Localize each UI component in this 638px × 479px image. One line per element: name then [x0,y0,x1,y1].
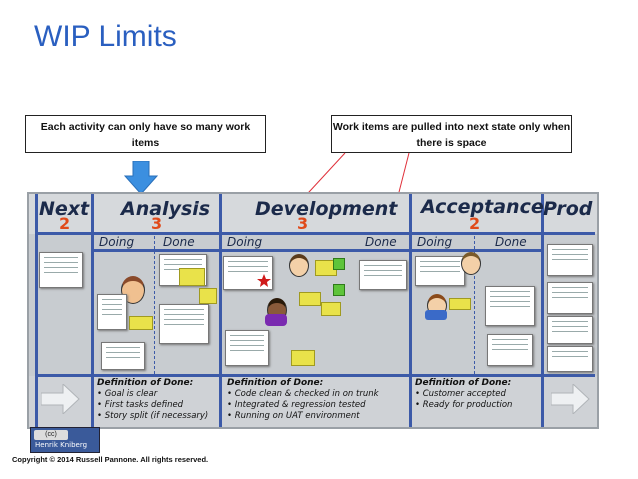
column-acceptance: Acceptance [421,196,544,218]
dod-item: • Integrated & regression tested [227,400,366,410]
callout-wip-limit: Each activity can only have so many work… [25,115,266,153]
card [547,316,593,344]
sub-acc-done: Done [495,235,527,249]
card [487,334,533,366]
card [547,346,593,372]
person-avatar [289,254,309,277]
card [547,244,593,276]
dod-development: Definition of Done: • Code clean & check… [227,378,379,422]
column-analysis: Analysis [121,198,211,220]
sub-analysis-done: Done [163,235,195,249]
green-sticky [333,258,345,270]
sticky-note [449,298,471,310]
dod-item: • Goal is clear [97,389,158,399]
column-prod: Prod [543,198,593,220]
dod-analysis: Definition of Done: • Goal is clear • Fi… [97,378,208,422]
dod-heading: Definition of Done: [415,378,512,388]
card [159,304,209,344]
sticky-note [291,350,315,366]
slide-title: WIP Limits [34,20,177,53]
card [485,286,535,326]
person-avatar [121,276,145,304]
card [101,342,145,370]
sub-dev-done: Done [365,235,397,249]
wip-limit-next: 2 [59,214,71,233]
divider [91,249,541,252]
divider [541,194,544,427]
divider [35,194,38,427]
copyright: Copyright © 2014 Russell Pannone. All ri… [12,455,209,464]
down-arrow-icon [124,161,158,195]
sticky-note [199,288,217,304]
divider [35,374,595,377]
green-sticky [333,284,345,296]
wip-limit-development: 3 [297,214,309,233]
person-avatar [461,252,481,275]
card [39,252,83,288]
flow-arrow-icon [551,384,590,414]
sticky-note [129,316,153,330]
dod-heading: Definition of Done: [227,378,324,388]
sticky-note [321,302,341,316]
card [415,256,465,286]
sticky-note [299,292,321,306]
star-icon [257,274,271,287]
author-credit: Henrik Kniberg [35,441,88,449]
sticky-note [179,268,205,286]
dod-item: • Story split (if necessary) [97,411,209,421]
dod-heading: Definition of Done: [97,378,194,388]
column-next: Next [39,198,90,220]
cc-license-icon: (cc) [34,430,68,440]
card [359,260,407,290]
kanban-board: Next 2 Analysis 3 Development 3 Acceptan… [27,192,599,429]
callout-pull-system: Work items are pulled into next state on… [331,115,572,153]
dod-item: • Ready for production [415,400,513,410]
divider [91,194,94,427]
dod-item: • First tasks defined [97,400,184,410]
wip-limit-acceptance: 2 [469,214,481,233]
wip-limit-analysis: 3 [151,214,163,233]
dod-item: • Running on UAT environment [227,411,360,421]
divider [35,232,595,235]
divider [409,194,412,427]
flow-arrow-icon [41,384,80,414]
sub-analysis-doing: Doing [99,235,135,249]
card [225,330,269,366]
sub-dev-doing: Doing [227,235,263,249]
card [97,294,127,330]
dod-item: • Customer accepted [415,389,506,399]
divider [219,194,222,427]
creative-commons-badge: (cc) Henrik Kniberg [30,427,100,453]
sub-acc-doing: Doing [417,235,453,249]
column-development: Development [255,198,398,220]
dod-item: • Code clean & checked in on trunk [227,389,379,399]
card [547,282,593,314]
dod-acceptance: Definition of Done: • Customer accepted … [415,378,512,411]
